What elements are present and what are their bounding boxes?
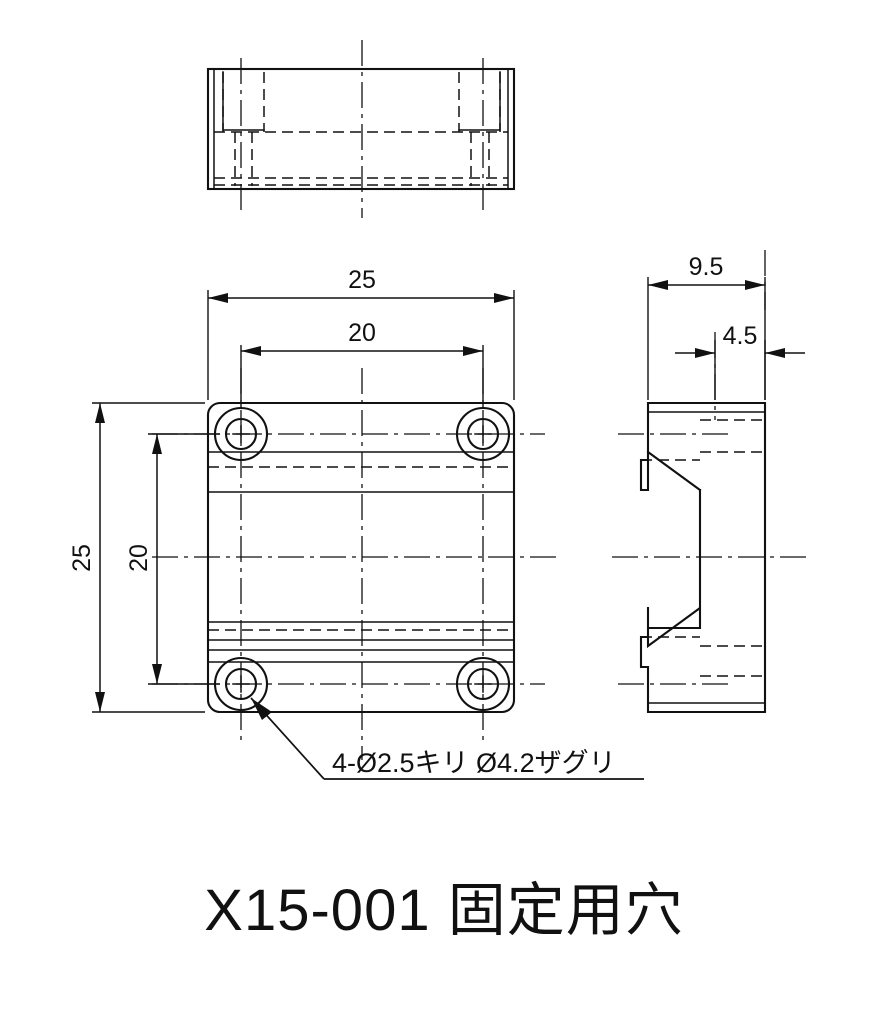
callout-text: 4-Ø2.5キリ Ø4.2ザグリ bbox=[332, 748, 616, 778]
dimension-hole-pitch-vertical: 20 bbox=[125, 433, 220, 685]
arrow-bottom bbox=[152, 664, 162, 684]
dimension-value-depth-step: 4.5 bbox=[723, 322, 758, 350]
arrow-right bbox=[745, 280, 765, 290]
dimension-value-height-overall: 25 bbox=[68, 544, 96, 572]
arrow-right bbox=[765, 348, 785, 358]
arrow-right bbox=[463, 346, 483, 356]
arrow-bottom bbox=[95, 692, 105, 712]
arrow-left bbox=[648, 280, 668, 290]
arrow-top bbox=[95, 403, 105, 423]
hole-bottom-right bbox=[455, 656, 511, 712]
dimension-hole-pitch-horizontal: 20 bbox=[240, 319, 484, 408]
front-view bbox=[152, 368, 560, 760]
arrow-right bbox=[494, 293, 514, 303]
hole-callout: 4-Ø2.5キリ Ø4.2ザグリ bbox=[250, 697, 644, 780]
dimension-width-overall: 25 bbox=[207, 266, 515, 400]
arrow-left bbox=[695, 348, 715, 358]
side-view bbox=[612, 250, 810, 714]
callout-leader-arrow bbox=[251, 698, 272, 720]
dimension-value-hole-pitch-vertical: 20 bbox=[125, 544, 153, 572]
top-view-outline bbox=[206, 67, 516, 191]
drawing-title: X15-001 固定用穴 bbox=[204, 878, 683, 943]
dimension-value-width-overall: 25 bbox=[348, 266, 376, 294]
dimension-value-hole-pitch-horizontal: 20 bbox=[348, 319, 376, 347]
arrow-left bbox=[208, 293, 228, 303]
front-view-plate-outline bbox=[206, 401, 516, 714]
dimension-height-overall: 25 bbox=[68, 402, 205, 713]
arrow-left bbox=[241, 346, 261, 356]
top-view-step-left bbox=[222, 71, 265, 131]
top-view-step-right bbox=[458, 71, 501, 131]
top-view bbox=[206, 40, 516, 218]
arrow-top bbox=[152, 434, 162, 454]
dimension-value-depth-overall: 9.5 bbox=[689, 253, 724, 281]
dimension-depth-step: 4.5 bbox=[675, 322, 805, 400]
dimension-depth-overall: 9.5 bbox=[647, 253, 766, 400]
